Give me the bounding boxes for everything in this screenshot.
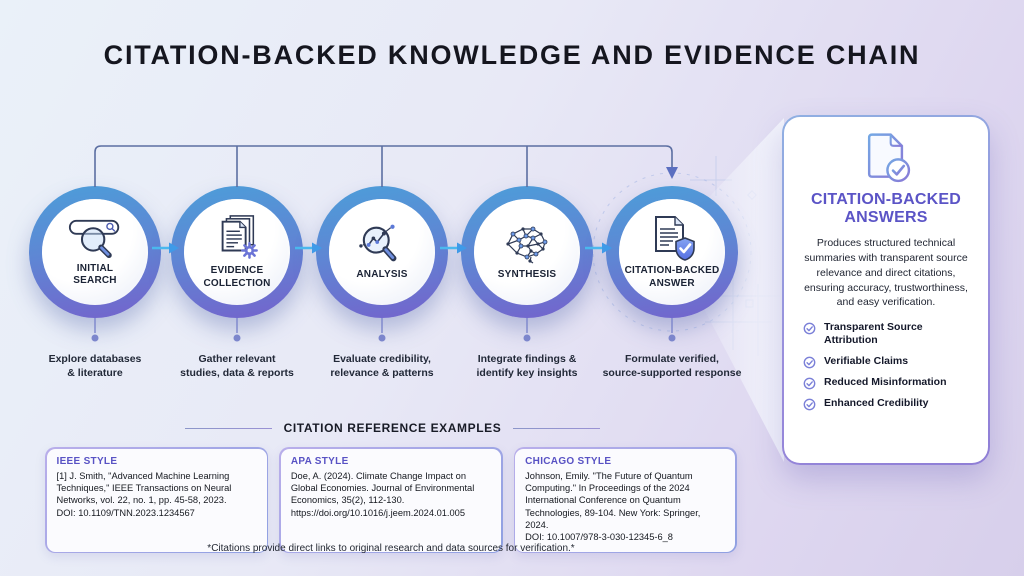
bracket-stubs (236, 146, 528, 187)
flow-step-caption: Integrate findings & identify key insigh… (476, 353, 578, 380)
flow-node-face: INITIAL SEARCH (42, 199, 148, 305)
flow-node-label: EVIDENCE COLLECTION (203, 265, 271, 289)
flow-node-label: ANALYSIS (356, 269, 408, 281)
documents-gear-icon (211, 214, 263, 262)
footnote: *Citations provide direct links to origi… (207, 543, 575, 554)
flow-node-evidence-collection: EVIDENCE COLLECTION (171, 186, 303, 318)
citation-style-label: IEEE STYLE (56, 455, 118, 467)
bullet-label: Verifiable Claims (824, 354, 909, 367)
flow-node-face: EVIDENCE COLLECTION (184, 199, 290, 305)
top-bracket-line (94, 145, 673, 187)
flow-step-caption: Explore databases & literature (48, 353, 142, 380)
down-arrowhead-icon (666, 167, 678, 179)
list-item: Reduced Misinformation (803, 376, 977, 390)
citation-examples-header: CITATION REFERENCE EXAMPLES (185, 421, 600, 435)
flow-node-label: CITATION-BACKED ANSWER (624, 265, 720, 289)
check-circle-icon (803, 322, 816, 335)
brain-network-icon (500, 222, 554, 266)
answers-panel: CITATION-BACKED ANSWERS Produces structu… (782, 115, 990, 465)
check-circle-icon (803, 377, 816, 390)
flow-node-label: SYNTHESIS (497, 269, 557, 281)
flow-step-caption: Formulate verified, source-supported res… (602, 353, 742, 380)
flow-node-analysis: ANALYSIS (316, 186, 448, 318)
flow-node-citation-backed-answer: CITATION-BACKED ANSWER (606, 186, 738, 318)
chart-magnifier-icon (356, 222, 408, 266)
panel-description: Produces structured technical summaries … (804, 236, 968, 309)
panel-bullet-list: Transparent Source Attribution Verifiabl… (795, 321, 977, 410)
citation-card-ieee: IEEE STYLE [1] J. Smith, "Advanced Machi… (45, 447, 269, 554)
caption-stubs (94, 318, 673, 333)
citation-text: Johnson, Emily. "The Future of Quantum C… (525, 470, 701, 543)
check-circle-icon (803, 398, 816, 411)
citation-text: Doe, A. (2024). Climate Change Impact on… (290, 470, 475, 518)
caption-dots (91, 334, 676, 342)
citation-examples-title: CITATION REFERENCE EXAMPLES (283, 421, 502, 435)
flow-node-face: SYNTHESIS (474, 199, 580, 305)
list-item: Transparent Source Attribution (803, 321, 977, 347)
citation-card-chicago: CHICAGO STYLE Johnson, Emily. "The Futur… (513, 447, 737, 554)
citation-text: [1] J. Smith, "Advanced Machine Learning… (56, 470, 232, 518)
panel-heading: CITATION-BACKED ANSWERS (811, 191, 961, 227)
bullet-label: Transparent Source Attribution (824, 321, 923, 347)
citation-card-apa: APA STYLE Doe, A. (2024). Climate Change… (279, 447, 503, 554)
divider (185, 427, 272, 429)
citation-examples-row: IEEE STYLE [1] J. Smith, "Advanced Machi… (45, 447, 737, 554)
check-circle-icon (803, 356, 816, 369)
flow-step-caption: Gather relevant studies, data & reports (180, 353, 294, 380)
bullet-label: Enhanced Credibility (824, 396, 929, 409)
document-shield-icon (647, 214, 697, 262)
flow-node-label: INITIAL SEARCH (73, 262, 117, 287)
flow-node-face: ANALYSIS (329, 199, 435, 305)
list-item: Verifiable Claims (803, 355, 977, 369)
flow-step-caption: Evaluate credibility, relevance & patter… (330, 353, 434, 380)
flow-node-initial-search: INITIAL SEARCH (29, 186, 161, 318)
page-title: CITATION-BACKED KNOWLEDGE AND EVIDENCE C… (103, 40, 921, 70)
flow-node-synthesis: SYNTHESIS (461, 186, 593, 318)
citation-style-label: CHICAGO STYLE (525, 455, 612, 467)
bullet-label: Reduced Misinformation (824, 375, 947, 388)
divider (513, 427, 600, 429)
list-item: Enhanced Credibility (803, 397, 977, 411)
citation-style-label: APA STYLE (290, 455, 349, 467)
search-icon (68, 217, 122, 260)
document-check-icon (857, 129, 915, 187)
flow-node-face: CITATION-BACKED ANSWER (619, 199, 725, 305)
